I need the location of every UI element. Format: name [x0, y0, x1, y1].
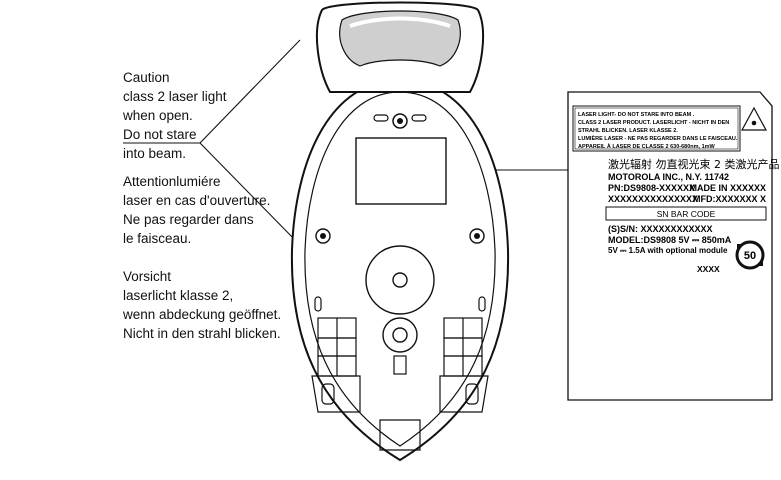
warning-line: Nicht in den strahl blicken.: [123, 326, 281, 341]
latch-right: [439, 317, 489, 413]
rim-slot-left: [314, 296, 322, 312]
lower-dial-hole: [392, 327, 408, 343]
mfd-date: MFD:XXXXXXX X: [693, 194, 766, 204]
barcode-box: [605, 206, 767, 221]
cable-port: [379, 419, 421, 451]
serial-line: XXXXXXXXXXXXXXX: [608, 194, 698, 204]
label-outline: [567, 91, 773, 401]
side-screw-right: [469, 228, 485, 244]
center-dial-hole: [392, 272, 408, 288]
warning-line: Caution: [123, 70, 170, 85]
center-dial: [365, 245, 435, 315]
top-screw: [392, 113, 408, 129]
connector-slot: [393, 355, 407, 375]
warning-line: le faisceau.: [123, 231, 192, 246]
laser-box-line: LASER LIGHT- DO NOT STARE INTO BEAM .: [578, 112, 695, 118]
company-line: MOTOROLA INC., N.Y. 11742: [608, 172, 729, 182]
recycle-50-number: 50: [744, 250, 756, 262]
warning-line: when open.: [123, 108, 193, 123]
laser-box-line: LUMIÈRE LASER - NE PAS REGARDER DANS LE …: [578, 134, 738, 142]
product-label: LASER LIGHT- DO NOT STARE INTO BEAM . CL…: [567, 91, 780, 401]
side-screw-left-center: [320, 233, 326, 239]
model-line: MODEL:DS9808 5V ⎓ 850mA: [608, 235, 732, 245]
caution-german: Vorsicht laserlicht klasse 2, wenn abdec…: [123, 267, 281, 343]
inner-shell: [304, 91, 496, 447]
sn-line: (S)S/N: XXXXXXXXXXXX: [608, 224, 713, 234]
laser-box-line: APPAREIL À LASER DE CLASSE 2 630-680nm, …: [578, 143, 716, 150]
warning-line: class 2 laser light: [123, 89, 227, 104]
barcode-label: SN BAR CODE: [657, 209, 716, 219]
made-in: MADE IN XXXXXX: [689, 183, 766, 193]
lower-dial: [382, 317, 418, 353]
side-screw-right-center: [474, 233, 480, 239]
chinese-warning: 激光辐射 勿直视光束 2 类激光产品: [608, 157, 780, 171]
top-slot-left: [373, 114, 389, 122]
leader-line-window-lower: [199, 142, 299, 244]
side-screw-left: [315, 228, 331, 244]
warning-line: laser en cas d'ouverture.: [123, 193, 271, 208]
laser-box-line: CLASS 2 LASER PRODUCT. LASERLICHT - NICH…: [578, 120, 729, 126]
label-code: XXXX: [697, 264, 720, 274]
caution-english: Caution class 2 laser light when open. D…: [123, 68, 227, 163]
window-highlight: [349, 16, 451, 28]
warning-line: Vorsicht: [123, 269, 172, 284]
warning-line: Do not stare: [123, 127, 197, 142]
warning-line: wenn abdeckung geöffnet.: [123, 307, 282, 322]
outer-shell: [290, 78, 510, 462]
laser-warning-inner: [574, 107, 739, 150]
warning-line: Attentionlumiére: [123, 174, 221, 189]
latch-left: [311, 317, 361, 413]
recycle-50-icon: 50: [735, 240, 765, 270]
rim-slot-right: [478, 296, 486, 312]
top-screw-center: [397, 118, 403, 124]
laser-hazard-icon: [740, 106, 768, 131]
warning-line: into beam.: [123, 146, 187, 161]
part-number: PN:DS9808-XXXXXX: [608, 183, 695, 193]
laser-warning-box: [572, 105, 741, 152]
top-slot-right: [411, 114, 427, 122]
caution-french: Attentionlumiére laser en cas d'ouvertur…: [123, 172, 270, 248]
warning-line: Ne pas regarder dans: [123, 212, 254, 227]
power-line: 5V ⎓ 1.5A with optional module: [608, 246, 728, 255]
laser-hazard-center: [751, 120, 757, 126]
leader-line-window: [199, 39, 301, 144]
label-recess: [355, 137, 447, 205]
warning-line: laserlicht klasse 2,: [123, 288, 234, 303]
scanner-body: [290, 1, 510, 462]
laser-box-line: STRAHL BLICKEN. LASER KLASSE 2.: [578, 128, 678, 134]
scan-window: [339, 10, 461, 67]
